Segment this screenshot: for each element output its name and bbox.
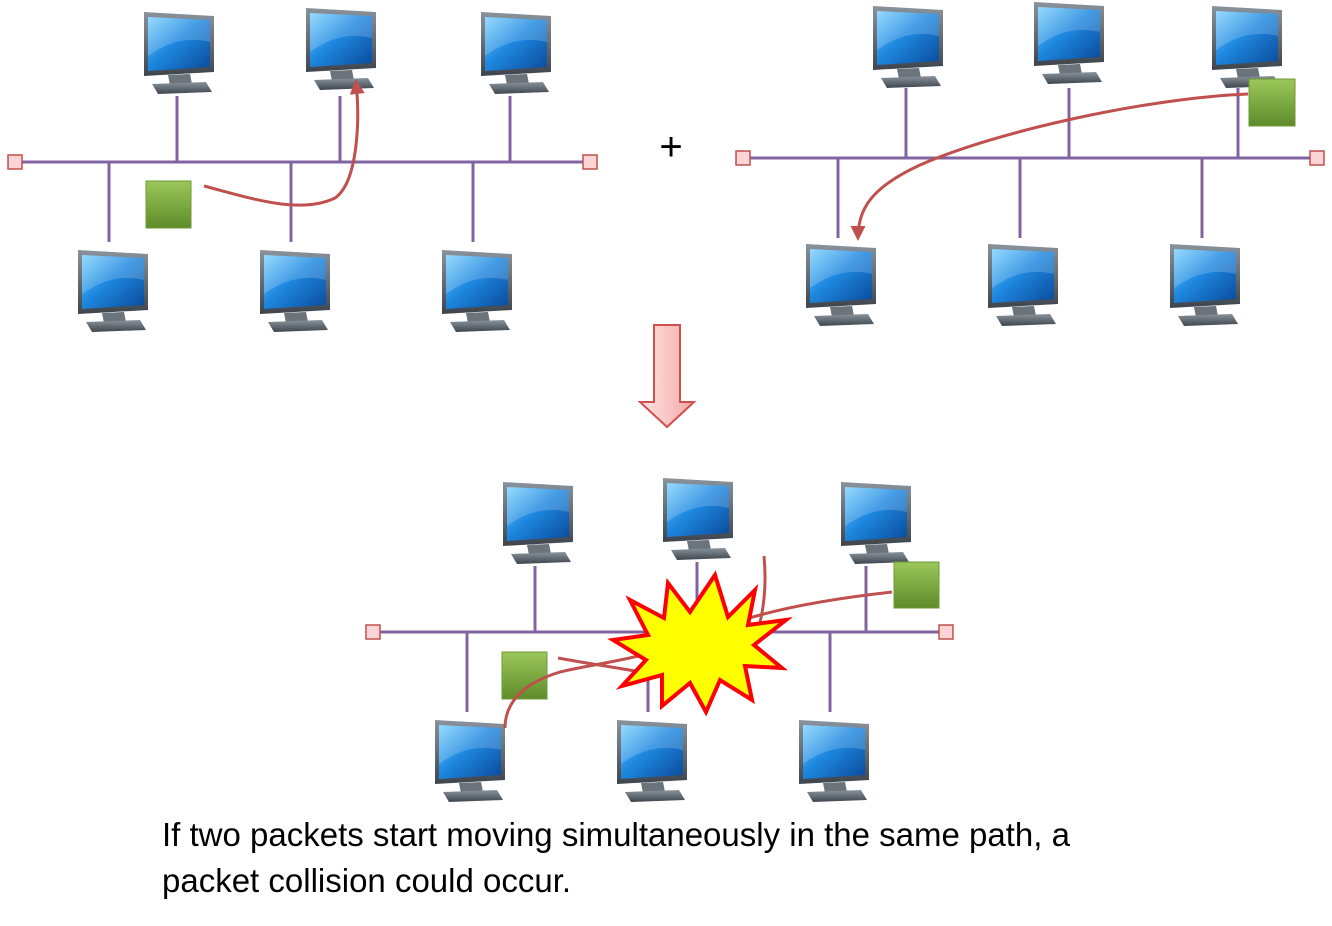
monitor-icon [78, 250, 148, 332]
packet [1248, 78, 1296, 127]
packet-path [850, 92, 1249, 241]
collision-burst-icon [607, 570, 794, 717]
caption-line-2: packet collision could occur. [162, 862, 572, 899]
caption-line-1: If two packets start moving simultaneous… [162, 816, 1070, 853]
network-1 [7, 8, 598, 332]
monitor-icon [144, 12, 214, 94]
monitor-icon [873, 6, 943, 88]
monitor-icon [306, 8, 376, 90]
monitor-icon [503, 482, 573, 564]
monitor-icon [1212, 6, 1282, 88]
monitor-icon [799, 720, 869, 802]
monitor-icon [841, 482, 911, 564]
monitor-icon [806, 244, 876, 326]
monitor-icon [1034, 2, 1104, 84]
packet [501, 651, 548, 700]
monitor-icon [442, 250, 512, 332]
network-collision [365, 478, 954, 802]
packet [145, 180, 192, 229]
monitor-icon [1170, 244, 1240, 326]
terminator [1309, 150, 1325, 166]
terminator [365, 624, 381, 640]
terminator [582, 154, 598, 170]
down-arrow-icon [637, 324, 697, 429]
terminator [938, 624, 954, 640]
monitor-icon [663, 478, 733, 560]
terminator [735, 150, 751, 166]
monitor-icon [617, 720, 687, 802]
monitor-icon [260, 250, 330, 332]
terminator [7, 154, 23, 170]
network-2 [735, 2, 1325, 326]
plus-operator: + [659, 125, 682, 169]
monitor-icon [435, 720, 505, 802]
caption: If two packets start moving simultaneous… [162, 812, 1262, 904]
monitor-icon [481, 12, 551, 94]
monitor-icon [988, 244, 1058, 326]
packet-path [203, 79, 365, 207]
packet [893, 561, 940, 609]
